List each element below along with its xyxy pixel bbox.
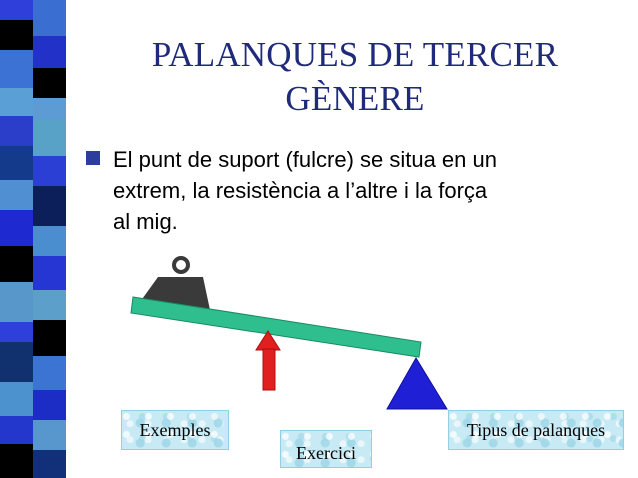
slide-title-line2: GÈNERE xyxy=(285,79,425,118)
slide-title-line1: PALANQUES DE TERCER xyxy=(151,35,559,74)
fulcrum-triangle-icon xyxy=(386,357,448,410)
decorative-left-strip xyxy=(0,0,66,478)
lever-bar-icon xyxy=(130,296,422,358)
exemples-button[interactable]: Exemples xyxy=(121,410,229,450)
square-bullet-icon xyxy=(86,151,100,165)
tipus-de-palanques-button[interactable]: Tipus de palanques xyxy=(448,410,624,450)
exercici-button[interactable]: Exercici xyxy=(280,430,372,468)
force-arrow-up-icon xyxy=(255,330,281,391)
slide-title: PALANQUES DE TERCER GÈNERE xyxy=(110,33,600,121)
bullet-text: El punt de suport (fulcre) se situa en u… xyxy=(113,147,497,234)
exercici-label: Exercici xyxy=(296,443,356,463)
exemples-label: Exemples xyxy=(139,420,211,440)
tipus-de-palanques-label: Tipus de palanques xyxy=(466,420,606,440)
